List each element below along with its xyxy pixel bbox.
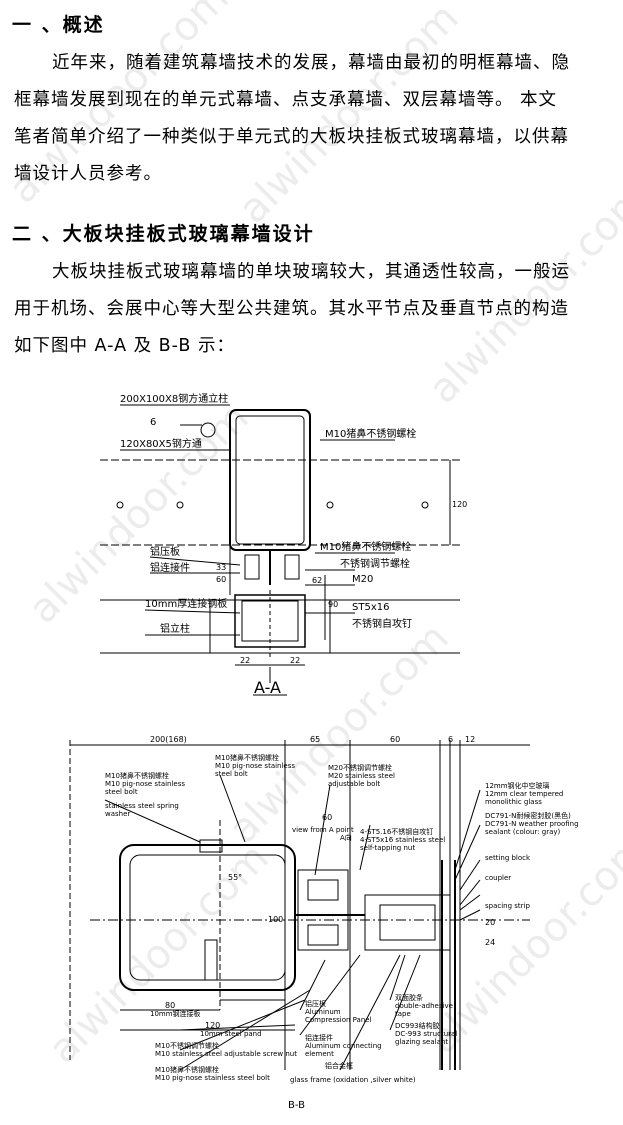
label-alu-panel-cn: 铝压板 [305,999,326,1008]
label-clamp-plate: 铝压板 [150,545,180,558]
dim-60: 60 [390,735,400,744]
label-frame-cn: 铝合金框 [325,1061,353,1070]
section-2-text: 大板块挂板式玻璃幕墙的单块玻璃较大，其通透性较高，一般运用于机场、会展中心等大型… [14,262,570,356]
dim-100: 100 [268,915,283,924]
label-plate-10mm-en: 10mm steel pand [200,1030,262,1038]
label-dc791-cn: DC791-N耐候密封胶(黑色) [485,811,571,820]
label-m10-left-en1: M10 pig-nose stainless [215,762,295,770]
dim-90: 90 [328,600,338,609]
label-view-a: view from A point [292,826,354,834]
label-m10-bolt2-cn: M10猪鼻不锈钢螺栓 [155,1065,219,1074]
dim-24: 24 [485,938,495,947]
label-glass-cn: 12mm钢化中空玻璃 [485,781,550,790]
label-spring-washer2: washer [105,810,130,818]
label-ss-adjust-bolt: 不锈钢调节螺栓 [340,557,410,570]
dim-22-right: 22 [290,656,300,665]
dim-22-left: 22 [240,656,250,665]
dim-65: 65 [310,735,320,744]
label-plate-10mm: 10mm厚连接钢板 [145,597,227,610]
dim-80: 80 [165,1001,175,1010]
label-view-a2: A向 [340,833,352,842]
label-steel-post: 200X100X8钢方通立柱 [120,392,228,405]
label-gasket-en2: tape [395,1010,411,1018]
label-st5-cn: 4-ST5.16不锈钢自攻钉 [360,827,433,836]
dim-120: 120 [205,1021,220,1030]
label-plate-10mm-cn: 10mm钢连接板 [150,1009,201,1018]
dim-200: 200(168) [150,735,187,744]
label-alu-post: 铝立柱 [160,622,190,635]
label-dc993-en2: glazing sealant [395,1038,448,1046]
label-m10-pig-nose-en1: M10 pig-nose stainless [105,780,185,788]
label-st5x16: ST5x16 [352,602,389,613]
dim-12: 12 [465,735,475,744]
dim-60: 60 [216,575,226,584]
dim-60b: 60 [322,813,332,822]
label-m10-adj-en: M10 stainless steel adjustable screw nut [155,1050,297,1058]
label-self-tap: 不锈钢自攻钉 [352,617,412,630]
label-m10-bolt2-en: M10 pig-nose stainless steel bolt [155,1074,270,1082]
label-st5-en2: self-tapping nut [360,844,415,852]
section-1-paragraph: 近年来，随着建筑幕墙技术的发展，幕墙由最初的明框幕墙、隐框幕墙发展到现在的单元式… [14,45,574,193]
label-dc993-en1: DC-993 structural [395,1030,457,1038]
label-m10-pig-nose: M10猪鼻不锈钢螺栓 [105,771,169,780]
label-m10-left-cn: M10猪鼻不锈钢螺栓 [215,753,279,762]
label-m10-adj-cn: M10不锈钢调节螺栓 [155,1041,219,1050]
figure-bb-caption: B-B [288,1100,305,1111]
figure-aa-drawing: 200X100X8钢方通立柱 6 120X80X5钢方通 M10猪鼻不锈钢螺栓 … [100,392,467,697]
label-m10-bolt-top: M10猪鼻不锈钢螺栓 [325,427,416,440]
label-alu-conn-en1: Aluminum connecting [305,1042,382,1050]
label-coupler: coupler [485,874,511,882]
dim-120: 120 [452,500,467,509]
label-m10-left-en2: steel bolt [215,770,248,778]
label-spacer: spacing strip [485,902,530,910]
dim-62: 62 [312,576,322,585]
label-m20: M20 [352,574,373,585]
section-1-text: 近年来，随着建筑幕墙技术的发展，幕墙由最初的明框幕墙、隐框幕墙发展到现在的单元式… [14,53,570,184]
label-alu-conn-en2: element [305,1050,334,1058]
label-m20-cn: M20不锈钢调节螺栓 [328,763,392,772]
figure-bb-drawing: 200(168) 65 60 6 12 60 80 120 55° 100 20… [69,735,579,1111]
label-m20-en1: M20 stainless steel [328,772,395,780]
section-2-paragraph: 大板块挂板式玻璃幕墙的单块玻璃较大，其通透性较高，一般运用于机场、会展中心等大型… [14,254,574,365]
label-gasket-cn: 双面胶条 [395,993,423,1002]
dim-55: 55° [228,873,242,882]
label-alu-panel-en1: Aluminum [305,1008,341,1016]
dim-33: 33 [216,563,226,572]
label-setting-block: setting block [485,854,531,862]
label-alu-connector: 铝连接件 [150,561,190,574]
label-spring-washer: stainless steel spring [105,802,179,810]
figure-aa-caption: A-A [254,678,281,697]
label-st5-en1: 4-ST5x16 stainless steel [360,836,445,844]
section-2-heading: 二 、大板块挂板式玻璃幕墙设计 [12,223,315,245]
section-1-heading: 一 、概述 [12,14,105,36]
label-glass-en2: monolithic glass [485,798,542,806]
label-alu-conn-cn: 铝连接件 [305,1033,333,1042]
label-dc791-en2: sealant (colour: gray) [485,828,561,836]
label-dc993-cn: DC993结构胶 [395,1021,440,1030]
label-steel-tube: 120X80X5钢方通 [120,437,202,450]
label-m10-pig-nose-en2: steel bolt [105,788,138,796]
label-six: 6 [150,417,156,428]
label-dc791-en1: DC791-N weather proofing [485,820,579,828]
label-m20-en2: adjustable bolt [328,780,380,788]
label-alu-panel-en2: Compression Panel [305,1016,372,1024]
dim-20: 20 [485,918,495,927]
label-glass-en1: 12mm clear tempered [485,790,563,798]
dim-6: 6 [448,735,453,744]
label-m10-bolt-mid: M10猪鼻不锈钢螺栓 [320,540,411,553]
label-frame-en: glass frame (oxidation ,silver white) [290,1076,416,1084]
label-gasket-en1: double-adhesive [395,1002,453,1010]
